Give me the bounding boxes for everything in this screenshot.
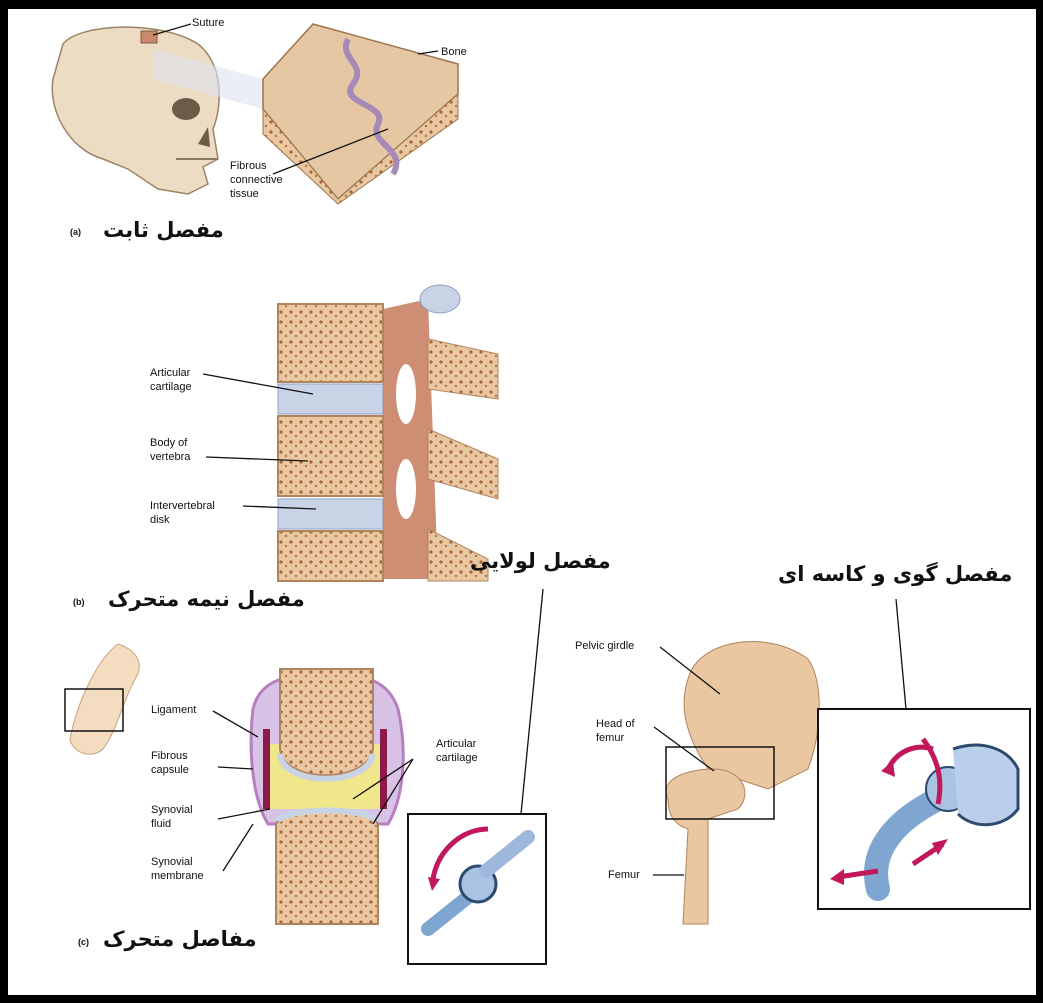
label-suture: Suture: [192, 16, 224, 30]
title-hinge-joint: مفصل لولایی: [470, 549, 611, 573]
label-femur: Femur: [608, 868, 640, 882]
label-intervertebral-disk: Intervertebral disk: [150, 499, 215, 527]
label-bone: Bone: [441, 45, 467, 59]
label-articular-cartilage-b: Articular cartilage: [150, 366, 192, 394]
ball-socket-inset: [818, 709, 1030, 909]
label-synovial-fluid: Synovial fluid: [151, 803, 193, 831]
title-semi-movable-joint: مفصل نیمه متحرک: [108, 587, 305, 611]
finger-illustration: [65, 644, 139, 754]
title-ball-socket-joint: مفصل گوی و کاسه ای: [778, 562, 1012, 586]
label-fibrous-capsule: Fibrous capsule: [151, 749, 189, 777]
tag-b: (b): [73, 597, 85, 607]
title-movable-joints: مفاصل متحرک: [103, 927, 257, 951]
label-body-of-vertebra: Body of vertebra: [150, 436, 190, 464]
label-ligament: Ligament: [151, 703, 196, 717]
tag-c: (c): [78, 937, 89, 947]
hip-illustration: [666, 642, 819, 924]
label-head-of-femur: Head of femur: [596, 717, 635, 745]
vertebral-column-illustration: [278, 285, 498, 581]
joints-figure: Suture Bone Fibrous connective tissue (a…: [8, 9, 1036, 995]
skull-illustration: [52, 27, 219, 194]
hinge-joint-inset: [408, 814, 546, 964]
label-pelvic-girdle: Pelvic girdle: [575, 639, 634, 653]
tag-a: (a): [70, 227, 81, 237]
label-synovial-membrane: Synovial membrane: [151, 855, 204, 883]
synovial-joint-illustration: [251, 669, 403, 924]
title-fixed-joint: مفصل ثابت: [103, 218, 224, 242]
label-articular-cartilage-c: Articular cartilage: [436, 737, 478, 765]
label-fibrous-connective-tissue: Fibrous connective tissue: [230, 159, 283, 201]
